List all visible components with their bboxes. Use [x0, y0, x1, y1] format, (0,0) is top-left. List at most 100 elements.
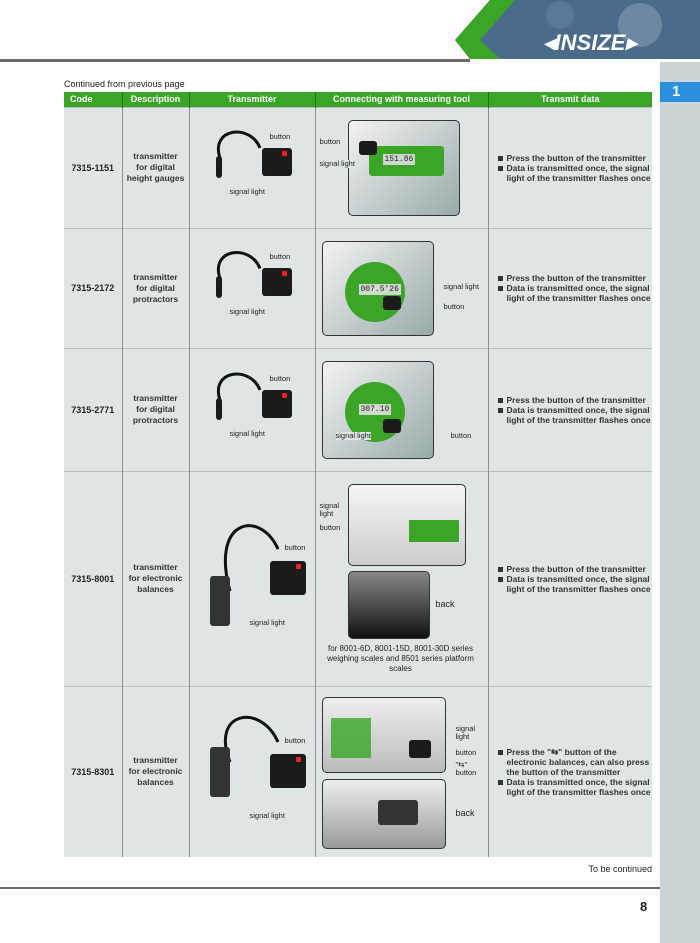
product-code: 7315-1151 — [64, 106, 122, 228]
usb-plug — [215, 397, 222, 420]
connection-label: button — [455, 747, 477, 757]
transmitter-body — [261, 268, 292, 296]
transmit-step: Press the button of the transmitter — [497, 395, 653, 405]
transmitter-cell: button signal light — [188, 106, 315, 228]
balance-photo — [321, 696, 446, 773]
tool-display: 007.5'26 — [358, 283, 401, 295]
description-line: height gauges — [126, 173, 185, 183]
page-number: 8 — [640, 899, 648, 914]
cable-icon — [223, 715, 279, 763]
transmit-step: Press the "⇆" button of the electronic b… — [497, 747, 653, 777]
tx-button-label: button — [284, 542, 306, 552]
chapter-tab[interactable]: 1 — [660, 82, 700, 102]
description-line: for digital — [136, 404, 175, 414]
connection-label: "⇆" button — [455, 759, 477, 777]
connection-label: signal light — [319, 501, 346, 518]
measuring-tool-photo: 307.10 — [321, 360, 434, 459]
description-line: for electronic — [128, 573, 183, 583]
transmitter-cell: button signal light — [188, 685, 315, 857]
continued-note: Continued from previous page — [64, 79, 185, 89]
description-line: protractors — [132, 415, 179, 425]
signal-light-indicator — [281, 271, 287, 276]
transmit-step: Press the button of the transmitter — [497, 564, 653, 574]
tx-signal-label: signal light — [229, 428, 265, 438]
connection-label: back — [455, 807, 475, 818]
balance-back-photo — [321, 778, 446, 849]
transmitter-table: Code Description Transmitter Connecting … — [64, 92, 652, 857]
transmitter-cell: button signal light — [188, 347, 315, 471]
connection-label: signal light — [319, 158, 355, 168]
transmit-step: Press the button of the transmitter — [497, 153, 653, 163]
header-rule — [0, 59, 470, 62]
cable-icon — [223, 523, 279, 591]
connection-label: back — [435, 598, 455, 609]
product-code: 7315-8001 — [64, 470, 122, 686]
measuring-tool-photo: 007.5'26 — [321, 240, 434, 336]
transmit-step: Press the button of the transmitter — [497, 273, 653, 283]
transmit-steps: Press the "⇆" button of the electronic b… — [489, 747, 653, 797]
transmitter-body — [269, 560, 306, 595]
product-code: 7315-2172 — [64, 227, 122, 348]
product-code: 7315-2771 — [64, 347, 122, 471]
transmitter-cell: button signal light — [188, 470, 315, 686]
compatibility-caption: for 8001-6D, 8001-15D, 8001-30D series w… — [327, 643, 474, 673]
usb-plug — [215, 276, 222, 298]
description-line: balances — [137, 584, 174, 594]
signal-light-indicator — [281, 392, 287, 398]
description-line: transmitter — [133, 271, 178, 282]
tool-display: 307.10 — [358, 403, 392, 415]
to-be-continued: To be continued — [588, 864, 652, 874]
transmit-step: Data is transmitted once, the signal lig… — [497, 163, 653, 183]
insize-logo: ◂INSIZE▸ — [544, 30, 640, 55]
connecting-cell: signal light button back for 8001-6D, 80… — [314, 470, 488, 686]
transmitter-cell: button signal light — [188, 227, 315, 348]
tx-button-label: button — [269, 373, 291, 383]
connection-label: button — [319, 522, 341, 532]
transmit-step: Data is transmitted once, the signal lig… — [497, 405, 653, 425]
measuring-tool-photo: 151.86 — [347, 119, 460, 216]
db9-connector — [209, 575, 230, 626]
col-transmitter: Transmitter — [188, 92, 315, 107]
chapter-sidebar — [660, 62, 700, 943]
col-connecting: Connecting with measuring tool — [314, 92, 488, 107]
col-transmit-data: Transmit data — [487, 92, 652, 107]
connecting-cell: 151.86 button signal light — [314, 106, 488, 228]
signal-light-indicator — [295, 756, 301, 762]
description-line: for electronic — [128, 766, 183, 776]
connecting-cell: signal light button "⇆" button back — [314, 685, 488, 857]
connection-label: signal light — [443, 282, 479, 291]
connection-label: signal light — [455, 723, 476, 741]
col-code: Code — [64, 92, 122, 107]
description-line: transmitter — [133, 151, 178, 161]
tool-display: 151.86 — [382, 153, 416, 165]
table-header: Code Description Transmitter Connecting … — [64, 92, 652, 107]
transmit-step: Data is transmitted once, the signal lig… — [497, 283, 653, 303]
connection-label: button — [319, 136, 341, 146]
tx-button-label: button — [284, 735, 306, 745]
tx-signal-label: signal light — [229, 307, 265, 316]
cable-icon — [216, 372, 261, 400]
connection-label: button — [443, 302, 465, 311]
tx-signal-label: signal light — [229, 186, 265, 196]
usb-plug — [215, 155, 222, 178]
description-line: balances — [137, 777, 174, 787]
transmitter-body — [269, 753, 306, 788]
cable-icon — [216, 250, 261, 279]
col-description: Description — [121, 92, 189, 107]
